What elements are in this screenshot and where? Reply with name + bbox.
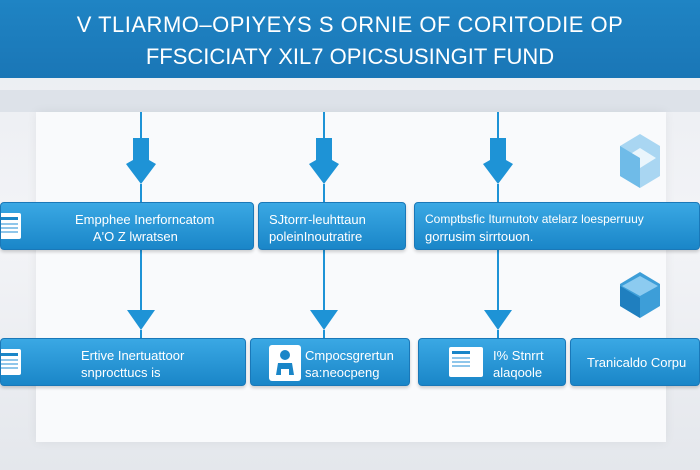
divider-band <box>0 90 700 112</box>
box-sublabel: snprocttucs is <box>81 365 161 380</box>
box-sublabel: gorrusim sirrtouon. <box>425 229 534 244</box>
box-sublabel: poleinInoutratire <box>269 229 363 244</box>
box-label: Empphee Inerforncatom <box>75 212 215 227</box>
box-label: I% Stnrrt <box>493 348 544 363</box>
box-sublabel: alaqoole <box>493 365 543 380</box>
arrow-down-icon <box>484 310 512 330</box>
process-box-6[interactable]: I% Stnrrt alaqoole <box>418 338 566 386</box>
arrow-down-icon <box>483 138 513 184</box>
process-box-3[interactable]: Comptbsfic Iturnutotv atelarz loesperruu… <box>414 202 700 250</box>
process-box-4[interactable]: Ertive Inertuattoor snprocttucs is <box>0 338 246 386</box>
process-box-7[interactable]: Tranicaldo Corpu <box>570 338 700 386</box>
arrow-down-icon <box>126 138 156 184</box>
window-icon <box>1 213 21 239</box>
arrow-down-icon <box>127 310 155 330</box>
box-sublabel: sa:neocpeng <box>305 365 380 380</box>
person-icon <box>269 345 301 381</box>
process-box-1[interactable]: Empphee Inerforncatom A'O Z lwratsen <box>0 202 254 250</box>
cube-icon <box>620 134 660 188</box>
window-icon <box>449 347 483 377</box>
cube-icon <box>620 272 660 318</box>
title-line-1: V TLIARMO–OPIYEYS S ORNIE OF CORITODIE O… <box>76 12 624 37</box>
header-banner: V TLIARMO–OPIYEYS S ORNIE OF CORITODIE O… <box>0 0 700 78</box>
window-icon <box>1 349 21 375</box>
box-label: SJtorrr-leuhttaun <box>269 212 366 227</box>
arrow-down-icon <box>309 138 339 184</box>
arrow-down-icon <box>310 310 338 330</box>
box-label: Comptbsfic Iturnutotv atelarz loesperruu… <box>425 212 644 226</box>
box-sublabel: A'O Z lwratsen <box>93 229 178 244</box>
box-label: Cmpocsgrertun <box>305 348 394 363</box>
process-box-2[interactable]: SJtorrr-leuhttaun poleinInoutratire <box>258 202 406 250</box>
box-label: Tranicaldo Corpu <box>587 355 687 370</box>
box-label: Ertive Inertuattoor <box>81 348 185 363</box>
process-box-5[interactable]: Cmpocsgrertun sa:neocpeng <box>250 338 410 386</box>
title-line-2: FFSCICIATY XIL7 OPICSUSINGIT FUND <box>145 44 555 69</box>
